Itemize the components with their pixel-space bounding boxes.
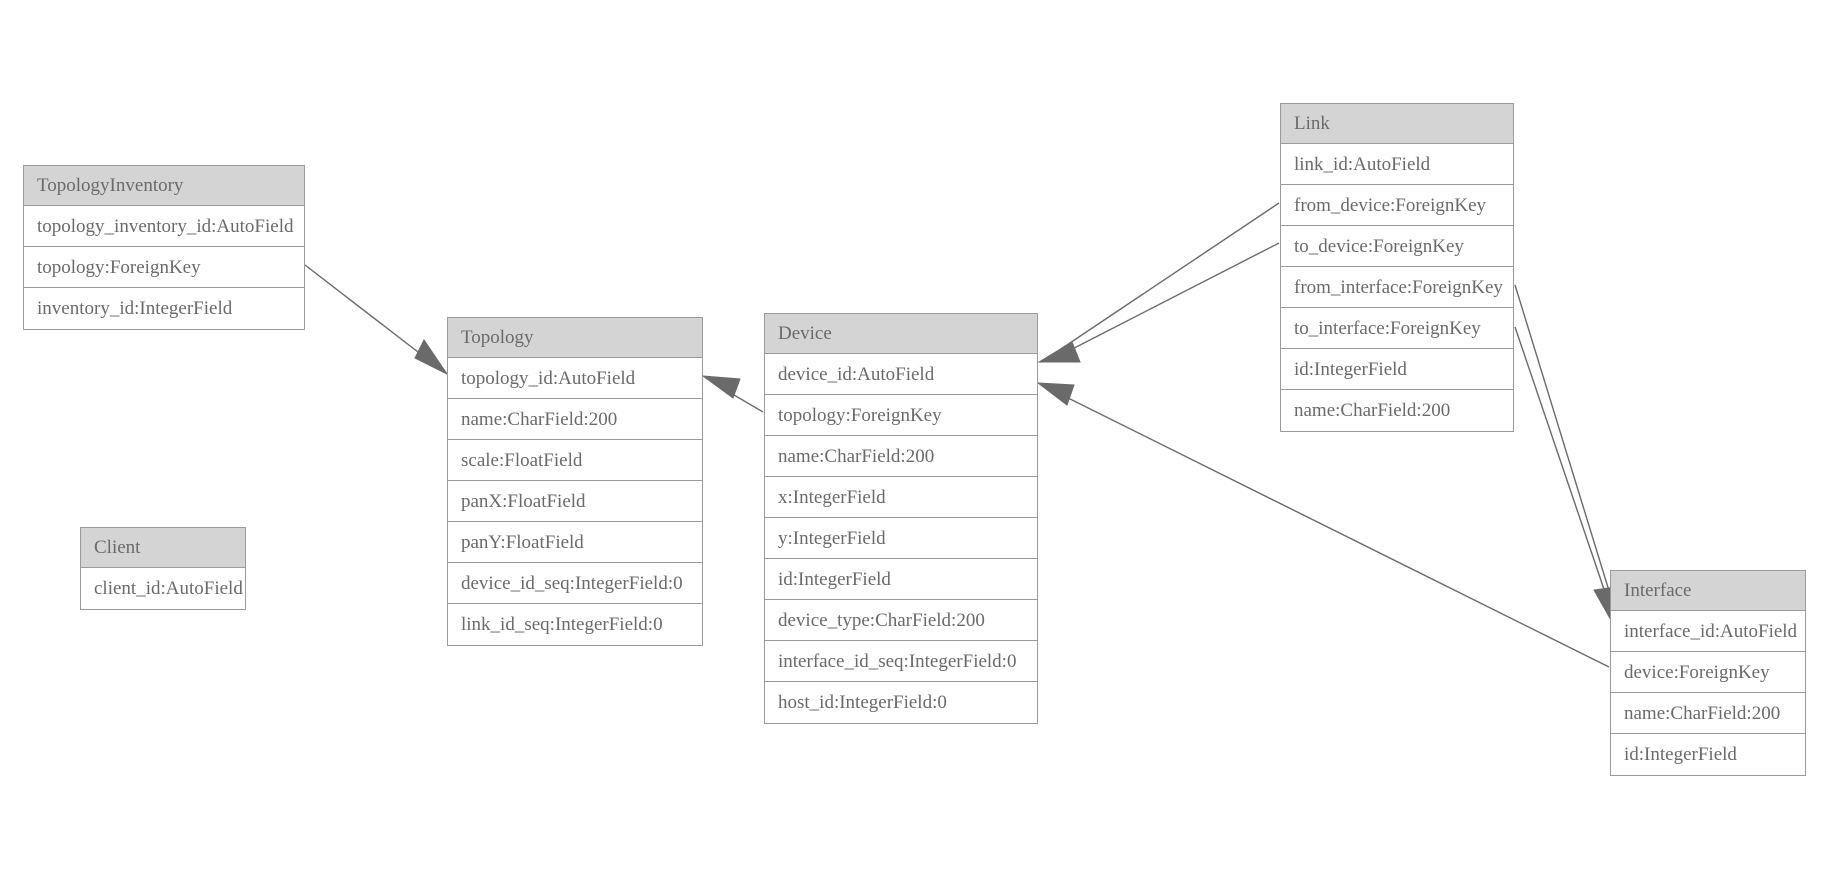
entity-field-row: interface_id_seq:IntegerField:0 — [765, 641, 1037, 682]
entity-title-link: Link — [1281, 104, 1513, 144]
entity-field-row: panX:FloatField — [448, 481, 702, 522]
entity-field-row: link_id:AutoField — [1281, 144, 1513, 185]
relation-line-link-to-device — [1048, 242, 1280, 362]
entity-field-row: device:ForeignKey — [1611, 652, 1805, 693]
entity-field-row: device_id:AutoField — [765, 354, 1037, 395]
entity-field-row: name:CharField:200 — [765, 436, 1037, 477]
relation-line-topologyinventory-topology — [304, 264, 441, 370]
entity-field-row: name:CharField:200 — [448, 399, 702, 440]
relation-arrowhead-interface-device — [1036, 382, 1075, 406]
entity-field-row: name:CharField:200 — [1281, 390, 1513, 431]
entity-field-row: id:IntegerField — [1611, 734, 1805, 775]
entity-field-row: topology:ForeignKey — [765, 395, 1037, 436]
entity-field-row: topology_inventory_id:AutoField — [24, 206, 304, 247]
entity-field-row: y:IntegerField — [765, 518, 1037, 559]
entity-field-row: x:IntegerField — [765, 477, 1037, 518]
entity-field-row: panY:FloatField — [448, 522, 702, 563]
entity-field-row: topology_id:AutoField — [448, 358, 702, 399]
relation-line-link-from-device — [1048, 202, 1280, 358]
entity-field-row: name:CharField:200 — [1611, 693, 1805, 734]
entity-field-row: topology:ForeignKey — [24, 247, 304, 288]
entity-field-row: interface_id:AutoField — [1611, 611, 1805, 652]
relation-line-device-topology — [711, 381, 764, 413]
entity-field-row: id:IntegerField — [1281, 349, 1513, 390]
entity-field-row: link_id_seq:IntegerField:0 — [448, 604, 702, 645]
entity-field-row: client_id:AutoField — [81, 568, 245, 609]
entity-title-client: Client — [81, 528, 245, 568]
entity-field-row: device_id_seq:IntegerField:0 — [448, 563, 702, 604]
entity-field-row: to_device:ForeignKey — [1281, 226, 1513, 267]
entity-field-row: from_interface:ForeignKey — [1281, 267, 1513, 308]
entity-title-interface: Interface — [1611, 571, 1805, 611]
relation-line-link-from-interface — [1514, 284, 1615, 608]
entity-title-topology: Topology — [448, 318, 702, 358]
entity-field-row: id:IntegerField — [765, 559, 1037, 600]
entity-field-row: scale:FloatField — [448, 440, 702, 481]
entity-field-row: from_device:ForeignKey — [1281, 185, 1513, 226]
relation-arrowhead-link-from-device — [1037, 341, 1081, 363]
relation-arrowhead-device-topology — [701, 375, 741, 399]
entity-field-row: device_type:CharField:200 — [765, 600, 1037, 641]
entity-title-device: Device — [765, 314, 1037, 354]
entity-field-row: host_id:IntegerField:0 — [765, 682, 1037, 723]
entity-field-row: inventory_id:IntegerField — [24, 288, 304, 329]
relation-line-link-to-interface — [1514, 326, 1611, 608]
entity-field-row: to_interface:ForeignKey — [1281, 308, 1513, 349]
relation-arrowhead-topologyinventory-topology — [414, 339, 449, 376]
entity-title-topologyinventory: TopologyInventory — [24, 166, 304, 206]
